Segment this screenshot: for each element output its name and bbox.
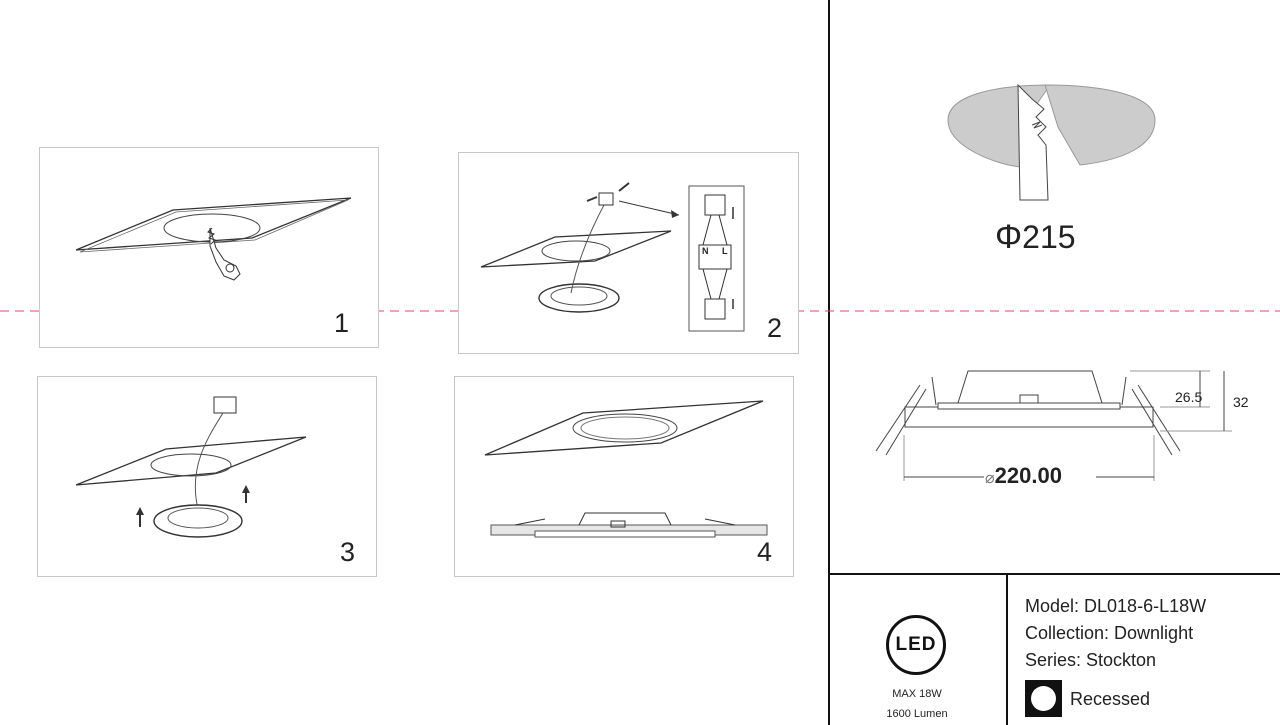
inner-height-label: 26.5 [1175,389,1203,405]
step-4-illustration [484,400,768,538]
step-4-number: 4 [757,537,773,567]
step-1-illustration [75,197,352,281]
series-label: Series: Stockton [1025,650,1157,670]
diameter-symbol: ⌀ [985,470,995,487]
model-label: Model: DL018-6-L18W [1025,596,1207,616]
step-3-panel: 3 [37,376,377,577]
recessed-icon [1025,680,1062,717]
step-4-panel: 4 [454,376,794,577]
max-power-label: MAX 18W [892,688,942,700]
total-height-label: 32 [1233,394,1249,410]
info-divider-vertical [1006,574,1008,725]
frame-divider-vertical [828,0,830,725]
recessed-icon-circle [1031,686,1056,711]
step-1-number: 1 [334,308,350,338]
cutout-diameter-label: Φ215 [995,218,1076,257]
led-logo: LED [886,615,946,675]
lumen-label: 1600 Lumen [886,708,948,720]
cutout-value: 215 [1022,219,1076,255]
diameter-label: ⌀220.00 [985,463,1062,489]
step-2-illustration [480,182,745,332]
recessed-label: Recessed [1070,689,1151,709]
phi-symbol: Φ [995,218,1023,256]
frame-divider-horizontal [828,573,1280,575]
led-logo-text: LED [895,634,937,655]
step-2-number: 2 [767,313,783,343]
cutout-illustration [947,83,1156,201]
step-1-panel: 1 [39,147,379,348]
step-3-number: 3 [340,537,356,567]
collection-label: Collection: Downlight [1025,623,1194,643]
wire-live-label: L [722,246,728,256]
step-3-illustration [75,396,307,538]
wire-neutral-label: N [702,246,709,256]
diameter-value: 220.00 [994,463,1062,488]
dimension-drawing [875,370,1232,481]
step-2-panel: N L 2 [458,152,799,354]
